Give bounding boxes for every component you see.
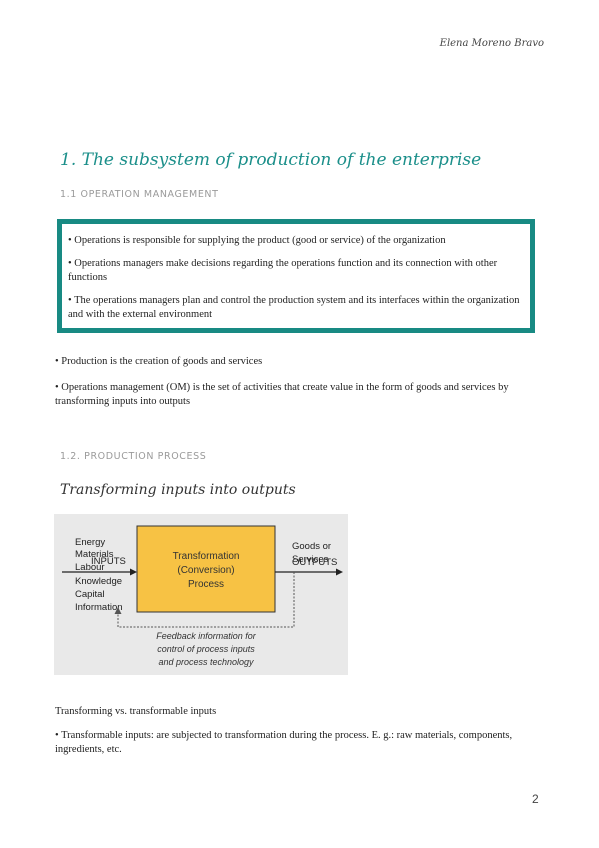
output-item: Services (292, 554, 329, 565)
process-line: (Conversion) (177, 565, 234, 576)
input-item: Knowledge (75, 576, 122, 587)
handwritten-heading: Transforming inputs into outputs (60, 482, 296, 498)
section-title: 1. The subsystem of production of the en… (60, 150, 482, 170)
feedback-line: control of process inputs (157, 644, 255, 654)
box-item: • The operations managers plan and contr… (68, 295, 520, 320)
input-item: Labour (75, 562, 105, 573)
output-arrow-head (336, 568, 343, 576)
input-item: Energy (75, 537, 105, 548)
production-process-diagram: Energy Materials Labour Knowledge Capita… (54, 514, 348, 675)
process-box (136, 525, 276, 613)
input-item: Capital (75, 589, 105, 600)
highlight-box: • Operations is responsible for supplyin… (57, 219, 535, 333)
process-line: Transformation (173, 551, 240, 562)
bullet-item: • Production is the creation of goods an… (55, 356, 263, 367)
subsection-title-production-process: 1.2. PRODUCTION PROCESS (60, 451, 207, 462)
box-item: • Operations managers make decisions reg… (68, 258, 498, 283)
box-item: • Operations is responsible for supplyin… (68, 235, 446, 246)
author-name: Elena Moreno Bravo (439, 38, 544, 49)
bullet-text: • Operations management (OM) is the set … (55, 382, 509, 407)
subsection-title-operation-management: 1.1 OPERATION MANAGEMENT (60, 189, 219, 200)
input-arrow-head (130, 568, 137, 576)
feedback-arrow-head (114, 607, 122, 614)
page-number: 2 (532, 792, 539, 806)
inputs-label: INPUTS (91, 556, 126, 567)
process-line: Process (188, 579, 224, 590)
outputs-label: OUTPUTS (292, 557, 337, 568)
bullet-item: • Operations management (OM) is the set … (55, 381, 555, 409)
feedback-line: Feedback information for (156, 631, 257, 641)
body-paragraph: • Transformable inputs: are subjected to… (55, 730, 513, 755)
feedback-line: and process technology (158, 657, 254, 667)
feedback-loop-line (117, 572, 295, 628)
body-heading: Transforming vs. transformable inputs (55, 706, 217, 717)
input-item: Information (75, 602, 123, 613)
output-item: Goods or (292, 541, 331, 552)
input-item: Materials (75, 549, 114, 560)
